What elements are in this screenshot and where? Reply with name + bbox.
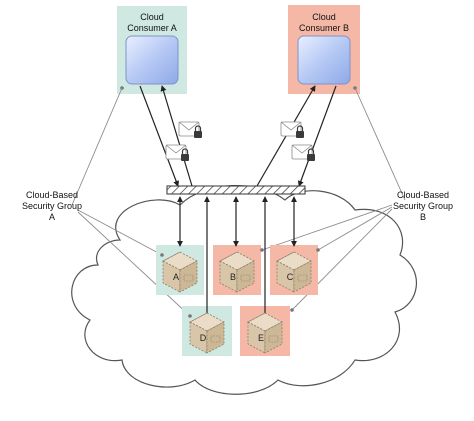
sg-a-line1: Cloud-Based — [26, 190, 78, 200]
sg-a-line2: Security Group — [22, 201, 82, 211]
sg-b-to-server-c-line — [317, 206, 393, 251]
server-e-label: E — [258, 333, 264, 343]
monitor-icon — [125, 35, 179, 85]
cloud-consumer-a: Cloud Consumer A — [117, 6, 187, 94]
server-anchor-dots — [160, 248, 320, 318]
server-a-dot — [160, 253, 164, 257]
server-a-label: A — [173, 272, 179, 282]
messages — [165, 121, 316, 162]
server-e: E — [247, 312, 283, 354]
arrow-consumer-a-up — [160, 85, 193, 187]
server-cubes: A B C D E — [162, 251, 312, 354]
sg-b-to-server-b-line — [261, 204, 393, 251]
sg-a-to-server-a-line — [77, 209, 163, 256]
consumer-firewall-arrows — [139, 85, 337, 187]
sg-b-line2: Security Group — [393, 201, 453, 211]
server-b-label: B — [230, 272, 236, 282]
sg-b-to-consumer-line — [354, 87, 406, 201]
security-group-lines — [71, 87, 406, 317]
sg-a-line3: A — [49, 212, 55, 222]
monitor-icon — [297, 35, 351, 85]
server-d: D — [189, 312, 225, 354]
server-c-label: C — [287, 272, 294, 282]
envelope-lock-icon — [291, 144, 316, 162]
sg-b-line1: Cloud-Based — [397, 190, 449, 200]
arrow-consumer-a-down — [139, 85, 179, 187]
consumer-b-line2: Consumer B — [299, 23, 349, 33]
server-d-label: D — [200, 333, 207, 343]
sg-a-to-server-d-line — [77, 211, 191, 317]
firewall-server-arrows — [177, 196, 297, 321]
server-b: B — [219, 251, 255, 293]
arrow-consumer-b-down — [297, 85, 337, 187]
security-group-b-label: Cloud-Based Security Group B — [393, 190, 453, 222]
consumer-a-line1: Cloud — [140, 12, 164, 22]
server-e-dot — [290, 308, 294, 312]
server-a: A — [162, 251, 198, 293]
server-c-dot — [316, 248, 320, 252]
firewall — [166, 185, 306, 195]
sg-a-to-consumer-line — [71, 87, 123, 206]
server-c: C — [276, 251, 312, 293]
envelope-lock-icon — [165, 144, 190, 162]
envelope-lock-icon — [178, 121, 203, 139]
security-group-a-label: Cloud-Based Security Group A — [22, 190, 82, 222]
hatched-bar-icon — [166, 185, 306, 195]
server-d-dot — [188, 314, 192, 318]
consumer-a-line2: Consumer A — [127, 23, 177, 33]
server-b-dot — [260, 248, 264, 252]
sg-b-line3: B — [420, 212, 426, 222]
consumer-b-line1: Cloud — [312, 12, 336, 22]
cloud-consumer-b: Cloud Consumer B — [288, 5, 360, 94]
envelope-lock-icon — [280, 121, 305, 139]
